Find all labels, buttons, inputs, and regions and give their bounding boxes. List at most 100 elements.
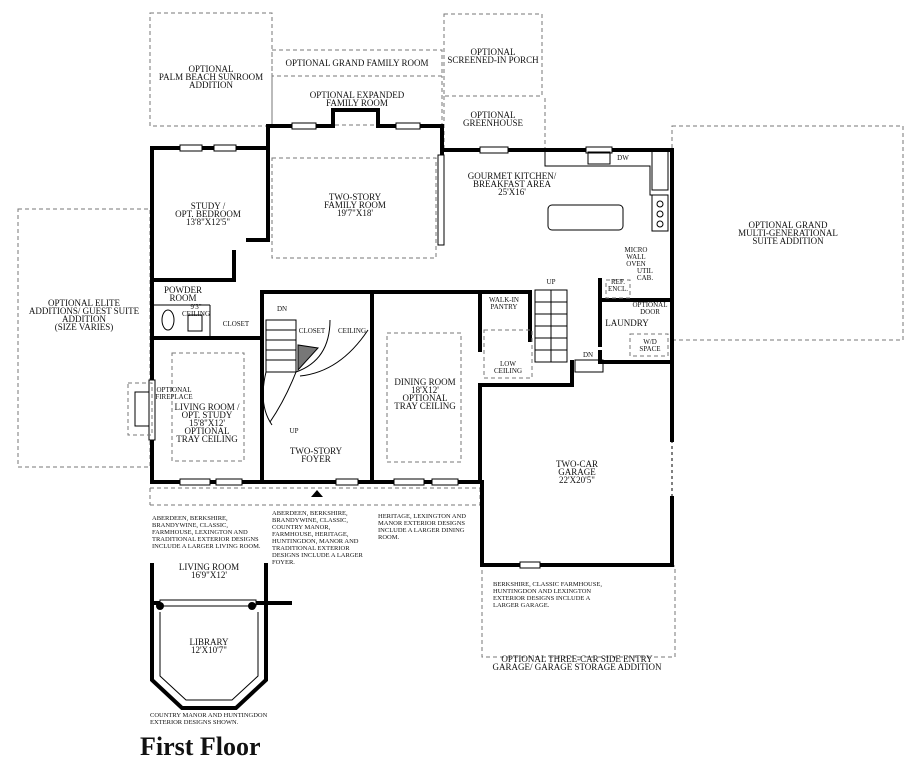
rear-stair [534, 289, 568, 363]
expanded-family-line: OPTIONAL EXPANDED [310, 90, 405, 100]
greenhouse-line: OPTIONAL [471, 110, 516, 120]
micro-line: WALL [626, 253, 645, 261]
laundry-line: LAUNDRY [605, 318, 649, 328]
palm-beach-line: PALM BEACH SUNROOM [159, 72, 263, 82]
ref-label: REF.ENCL. [608, 278, 628, 293]
wd-line: W/D [643, 338, 657, 346]
elite-line: ADDITIONS/ GUEST SUITE [29, 306, 140, 316]
living-line: TRAY CEILING [176, 434, 238, 444]
multigen-line: MULTI-GENERATIONAL [738, 228, 838, 238]
interior-details [127, 149, 673, 701]
family-room-line: FAMILY ROOM [324, 200, 386, 210]
note-foyer-line: COUNTRY MANOR, [272, 524, 331, 531]
opt-door-line: OPTIONAL [633, 301, 668, 309]
library-line: 12'X10'7" [191, 645, 227, 655]
ceiling-93-line: 9'3" [190, 303, 201, 311]
greenhouse-line: GREENHOUSE [463, 118, 524, 128]
three-car-line: GARAGE/ GARAGE STORAGE ADDITION [492, 662, 662, 672]
note-foyer-line: BRANDYWINE, CLASSIC, [272, 517, 348, 524]
dw-label: DW [617, 154, 629, 162]
living-line: OPTIONAL [185, 426, 230, 436]
closet2-line: CLOSET [299, 327, 326, 335]
ceiling-93-label: 9'3"CEILING [182, 303, 210, 318]
note-living-label: ABERDEEN, BERKSHIRE,BRANDYWINE, CLASSIC,… [152, 515, 261, 550]
multigen-line: SUITE ADDITION [752, 236, 824, 246]
note-dining-line: ROOM. [378, 534, 400, 541]
ref-line: REF. [611, 278, 625, 286]
grand-family-label: OPTIONAL GRAND FAMILY ROOM [285, 58, 428, 68]
up2-label: UP [547, 278, 556, 286]
garage-line: GARAGE [558, 467, 596, 477]
living-line: OPT. STUDY [182, 410, 233, 420]
dw-line: DW [617, 154, 629, 162]
opt-fireplace-line: FIREPLACE [155, 393, 192, 401]
expanded-family-line: FAMILY ROOM [326, 98, 388, 108]
grand-family-line: OPTIONAL GRAND FAMILY ROOM [285, 58, 428, 68]
low-ceiling-line: LOW [500, 360, 516, 368]
note-living-line: BRANDYWINE, CLASSIC, [152, 522, 228, 529]
study-line: 13'8"X12'5" [186, 217, 230, 227]
note-foyer-line: HUNTINGDON, MANOR AND [272, 538, 359, 545]
main-stair [262, 319, 369, 426]
note-garage-label: BERKSHIRE, CLASSIC FARMHOUSE,HUNTINGDON … [493, 581, 602, 609]
wd-line: SPACE [639, 345, 660, 353]
dn2-line: DN [583, 351, 593, 359]
family-room-line: 19'7"X18' [337, 208, 373, 218]
three-car-line: OPTIONAL THREE-CAR SIDE ENTRY [501, 654, 653, 664]
opt-fireplace-line: OPTIONAL [157, 386, 192, 394]
note-garage-line: EXTERIOR DESIGNS INCLUDE A [493, 595, 591, 602]
note-foyer-line: FARMHOUSE, HERITAGE, [272, 531, 349, 538]
note-foyer-line: ABERDEEN, BERKSHIRE, [272, 510, 348, 517]
powder-line: ROOM [169, 293, 196, 303]
dining-line: TRAY CEILING [394, 401, 456, 411]
up1-label: UP [290, 427, 299, 435]
screened-porch-line: SCREENED-IN PORCH [447, 55, 539, 65]
multigen-line: OPTIONAL GRAND [749, 220, 828, 230]
elite-line: OPTIONAL ELITE [48, 298, 120, 308]
kitchen-line: 25'X16' [498, 187, 526, 197]
garage-line: 22'X20'5" [559, 475, 595, 485]
palm-beach-line: OPTIONAL [189, 64, 234, 74]
garage-line: TWO-CAR [556, 459, 598, 469]
note-library-line: EXTERIOR DESIGNS SHOWN. [150, 719, 239, 726]
note-living-line: ABERDEEN, BERKSHIRE, [152, 515, 228, 522]
note-garage-line: HUNTINGDON AND LEXINGTON [493, 588, 591, 595]
walkin-line: PANTRY [491, 303, 518, 311]
study-line: STUDY / [191, 201, 226, 211]
ceiling-line: CEILING [338, 327, 366, 335]
up1-line: UP [290, 427, 299, 435]
dining-line: OPTIONAL [403, 393, 448, 403]
screened-porch-line: OPTIONAL [471, 47, 516, 57]
elite-line: ADDITION [62, 314, 106, 324]
note-garage-line: LARGER GARAGE. [493, 602, 550, 609]
study-line: OPT. BEDROOM [175, 209, 241, 219]
util-line: UTIL [637, 267, 653, 275]
note-foyer-label: ABERDEEN, BERKSHIRE,BRANDYWINE, CLASSIC,… [272, 510, 363, 566]
palm-beach-line: ADDITION [189, 80, 233, 90]
low-ceiling-line: CEILING [494, 367, 522, 375]
laundry-label: LAUNDRY [605, 318, 649, 328]
dining-line: 18'X12' [411, 385, 439, 395]
ceiling-label: CEILING [338, 327, 366, 335]
note-dining-line: INCLUDE A LARGER DINING [378, 527, 465, 534]
